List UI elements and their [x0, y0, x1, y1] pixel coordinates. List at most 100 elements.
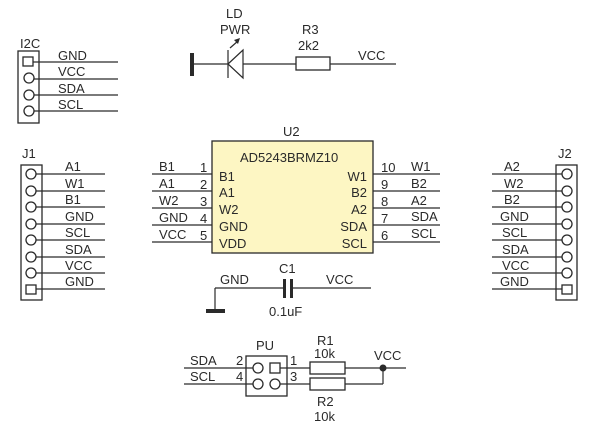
i2c-net-label: SCL — [58, 97, 83, 112]
u2-right-net: W1 — [411, 159, 431, 174]
c1-net-left: GND — [220, 272, 249, 287]
u2-pin-number: 5 — [200, 228, 207, 243]
u2-pin-name: A1 — [219, 185, 235, 200]
j2-net-label: A2 — [504, 159, 520, 174]
u2-pin-number: 10 — [381, 160, 395, 175]
j1-pin-square-pad — [25, 284, 37, 295]
pu-jumper-body — [245, 355, 288, 397]
j2-net-label: VCC — [502, 258, 529, 273]
i2c-net-label: SDA — [58, 81, 85, 96]
pu-pin-2-pad — [252, 362, 264, 374]
u2-left-net: GND — [159, 210, 188, 225]
j2-connector: J2 A2 W2 B2 GND SCL SDA VCC GND — [492, 146, 578, 301]
u2-right-net: SCL — [411, 226, 436, 241]
i2c-net-label: VCC — [58, 64, 85, 79]
r2-resistor-icon — [309, 377, 346, 391]
u2-pin-name: VDD — [219, 236, 246, 251]
j2-pin-square-pad — [561, 284, 573, 295]
pullup-circuit: PU SDA SCL 2 4 1 3 R1 10k R2 10k VCC — [184, 333, 406, 424]
u2-pin-number: 4 — [200, 211, 207, 226]
j1-pin-pad — [25, 234, 37, 246]
r3-ref: R3 — [302, 22, 319, 37]
u2-pin-number: 3 — [200, 194, 207, 209]
u2-left-net: W2 — [159, 193, 179, 208]
i2c-pin-3-pad — [23, 89, 35, 101]
led-value: PWR — [220, 22, 250, 37]
i2c-connector: I2C GND VCC SDA SCL — [17, 36, 118, 124]
u2-pin-number: 9 — [381, 177, 388, 192]
u2-pin-name: B1 — [219, 169, 235, 184]
u2-right-net: B2 — [411, 176, 427, 191]
r1-ref: R1 — [317, 333, 334, 348]
pu-pin-number: 1 — [290, 353, 297, 368]
j2-pin-pad — [561, 234, 573, 246]
pu-pin-number: 2 — [236, 353, 243, 368]
j1-pin-pad — [25, 185, 37, 197]
j1-net-label: GND — [65, 209, 94, 224]
j2-net-label: SDA — [502, 242, 529, 257]
i2c-body — [17, 50, 40, 124]
j1-net-label: W1 — [65, 176, 85, 191]
c1-net-right: VCC — [326, 272, 353, 287]
u2-pin-number: 6 — [381, 228, 388, 243]
u2-pin-name: W1 — [348, 169, 368, 184]
j2-body — [555, 164, 578, 301]
i2c-pin-1-square-pad — [22, 56, 34, 67]
c1-ref: C1 — [279, 261, 296, 276]
u2-ref: U2 — [283, 124, 300, 139]
u2-left-net: A1 — [159, 176, 175, 191]
j1-net-label: SDA — [65, 242, 92, 257]
j2-net-label: W2 — [504, 176, 524, 191]
r3-net-label: VCC — [358, 48, 385, 63]
i2c-net-label: GND — [58, 48, 87, 63]
u2-pin-number: 1 — [200, 160, 207, 175]
j2-net-label: SCL — [502, 225, 527, 240]
u2-ic: U2 AD5243BRMZ10 B1 A1 W2 GND VCC 1 2 3 4… — [152, 124, 440, 254]
u2-pin-name: B2 — [351, 185, 367, 200]
j1-pin-pad — [25, 251, 37, 263]
u2-pin-name: SCL — [342, 236, 367, 251]
j2-net-label: GND — [500, 274, 529, 289]
c1-value: 0.1uF — [269, 304, 302, 319]
c1-capacitor-circuit: GND VCC C1 0.1uF — [206, 261, 371, 319]
j1-net-label: VCC — [65, 258, 92, 273]
pu-pin-3-pad — [269, 378, 281, 390]
j1-body — [20, 164, 43, 301]
u2-pin-name: GND — [219, 219, 248, 234]
u2-pin-number: 8 — [381, 194, 388, 209]
r3-value: 2k2 — [298, 38, 319, 53]
i2c-ref: I2C — [20, 36, 40, 51]
r2-ref: R2 — [317, 394, 334, 409]
j1-pin-pad — [25, 218, 37, 230]
u2-left-net: B1 — [159, 159, 175, 174]
junction-dot-icon — [379, 364, 387, 372]
u2-right-net: A2 — [411, 193, 427, 208]
j2-net-label: B2 — [504, 192, 520, 207]
u2-pin-name: W2 — [219, 202, 239, 217]
pu-pin-number: 3 — [290, 369, 297, 384]
pu-net-scl: SCL — [190, 369, 215, 384]
j1-ref: J1 — [22, 146, 36, 161]
pu-pin-4-pad — [252, 378, 264, 390]
j1-pin-pad — [25, 168, 37, 180]
j2-ref: J2 — [558, 146, 572, 161]
j2-pin-pad — [561, 185, 573, 197]
j2-pin-pad — [561, 201, 573, 213]
u2-left-net: VCC — [159, 227, 186, 242]
j2-net-label: GND — [500, 209, 529, 224]
u2-right-net: SDA — [411, 209, 438, 224]
j1-net-label: SCL — [65, 225, 90, 240]
led-circuit: LD PWR R3 2k2 VCC — [190, 6, 396, 80]
j2-pin-pad — [561, 251, 573, 263]
pullup-net-label: VCC — [374, 348, 401, 363]
pu-ref: PU — [256, 338, 274, 353]
r1-resistor-icon — [309, 361, 346, 375]
u2-body — [211, 140, 374, 254]
i2c-pin-2-pad — [23, 72, 35, 84]
j2-pin-pad — [561, 218, 573, 230]
led-ref: LD — [226, 6, 243, 21]
pu-pin-1-square-pad — [269, 362, 281, 374]
u2-pin-name: SDA — [340, 219, 367, 234]
pu-net-sda: SDA — [190, 353, 217, 368]
